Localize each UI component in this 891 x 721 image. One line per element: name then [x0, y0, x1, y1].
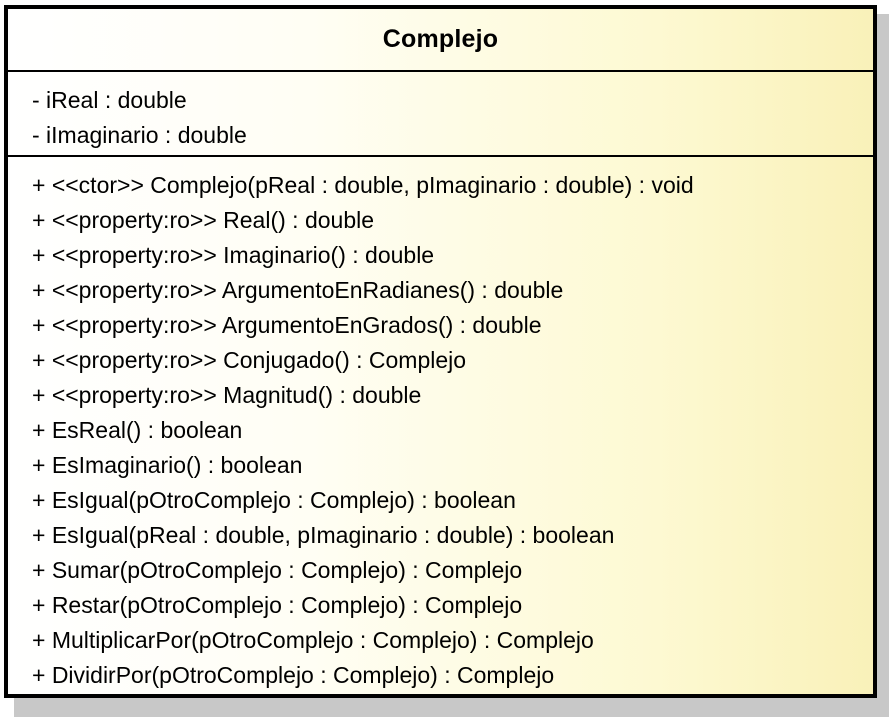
attributes-compartment: - iReal : double - iImaginario : double: [8, 72, 873, 157]
methods-compartment: + <<ctor>> Complejo(pReal : double, pIma…: [8, 157, 873, 693]
method-row: + <<ctor>> Complejo(pReal : double, pIma…: [32, 172, 694, 198]
class-name-compartment: Complejo: [8, 9, 873, 72]
attribute-row: - iImaginario : double: [32, 122, 247, 148]
method-row: + <<property:ro>> Imaginario() : double: [32, 242, 435, 268]
method-row: + <<property:ro>> Magnitud() : double: [32, 382, 422, 408]
method-row: + EsImaginario() : boolean: [32, 452, 303, 478]
uml-class-box[interactable]: Complejo - iReal : double - iImaginario …: [4, 5, 877, 698]
attribute-row: - iReal : double: [32, 87, 187, 113]
method-row: + <<property:ro>> ArgumentoEnGrados() : …: [32, 312, 542, 338]
class-name: Complejo: [382, 25, 499, 53]
method-row: + Sumar(pOtroComplejo : Complejo) : Comp…: [32, 557, 523, 583]
method-row: + Restar(pOtroComplejo : Complejo) : Com…: [32, 592, 523, 618]
method-row: + <<property:ro>> Conjugado() : Complejo: [32, 347, 467, 373]
method-row: + MultiplicarPor(pOtroComplejo : Complej…: [32, 627, 594, 653]
method-row: + EsIgual(pOtroComplejo : Complejo) : bo…: [32, 487, 516, 513]
method-row: + <<property:ro>> ArgumentoEnRadianes() …: [32, 277, 564, 303]
method-row: + DividirPor(pOtroComplejo : Complejo) :…: [32, 662, 555, 688]
method-row: + EsIgual(pReal : double, pImaginario : …: [32, 522, 615, 548]
method-row: + EsReal() : boolean: [32, 417, 243, 443]
method-row: + <<property:ro>> Real() : double: [32, 207, 375, 233]
